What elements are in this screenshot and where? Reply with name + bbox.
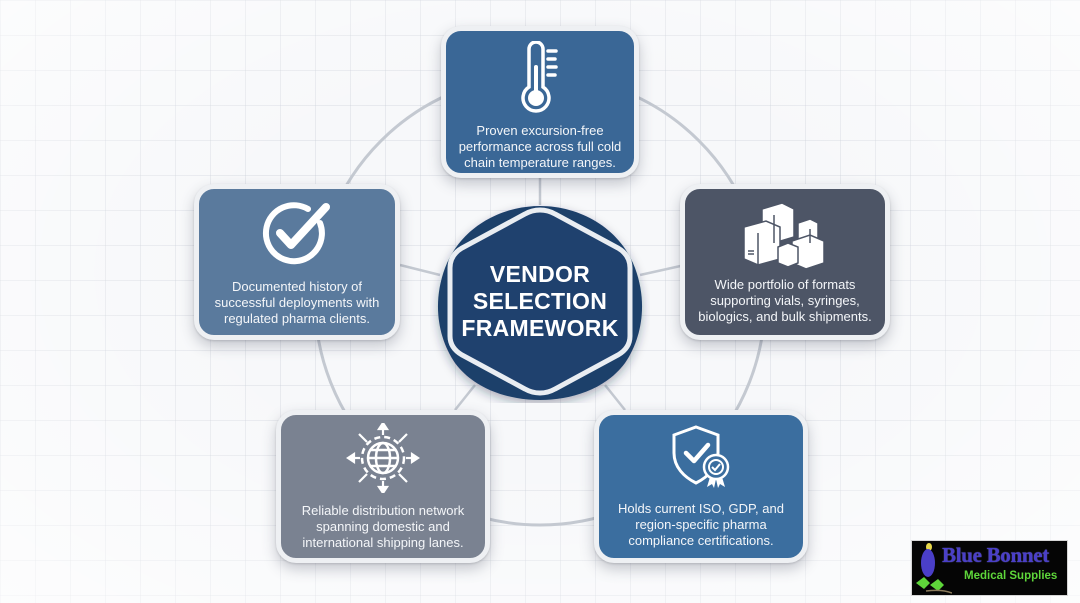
card-text-line: Wide portfolio of formats [714,277,856,292]
boxes-icon [740,197,830,269]
spoke-right [639,263,686,277]
hub-title-line: VENDOR [489,261,591,287]
card-text-line: region-specific pharma [635,517,767,532]
card-portfolio: Wide portfolio of formats supporting via… [680,184,890,340]
shield-certificate-icon [668,423,734,489]
check-circle-icon [260,201,334,265]
globe-network-icon [346,423,420,493]
card-text-line: Holds current ISO, GDP, and [618,501,784,516]
card-track-record: Documented history of successful deploym… [194,184,400,340]
hub-title: VENDOR SELECTION FRAMEWORK [430,261,650,342]
card-text-line: chain temperature ranges. [464,155,616,170]
card-distribution: Reliable distribution network spanning d… [276,410,490,563]
bluebonnet-flower-icon [916,543,952,594]
card-text-line: biologics, and bulk shipments. [698,309,872,324]
card-text-line: Reliable distribution network [301,503,465,518]
card-text-line: supporting vials, syringes, [710,293,860,308]
hub-title-line: FRAMEWORK [461,315,619,341]
card-text-line: international shipping lanes. [302,535,464,550]
card-text-line: regulated pharma clients. [224,311,370,326]
hub-title-line: SELECTION [472,288,608,314]
card-temperature: Proven excursion-free performance across… [441,26,639,178]
center-hub: VENDOR SELECTION FRAMEWORK [430,198,650,403]
card-text-line: Documented history of [231,279,363,294]
spoke-bottom-right [604,384,626,411]
card-compliance: Holds current ISO, GDP, and region-speci… [594,410,808,563]
card-text-line: performance across full cold [458,139,622,154]
thermometer-icon [515,41,565,121]
spoke-bottom-left [454,384,476,411]
logo-subtitle: Medical Supplies [964,570,1058,582]
company-logo: Blue Bonnet Medical Supplies [911,540,1068,596]
card-text-line: Proven excursion-free [476,123,604,138]
spoke-left [399,263,441,277]
card-text-line: spanning domestic and [316,519,450,534]
card-text-line: compliance certifications. [628,533,774,548]
card-text-line: successful deployments with [214,295,380,310]
logo-brand: Blue Bonnet [942,543,1049,567]
